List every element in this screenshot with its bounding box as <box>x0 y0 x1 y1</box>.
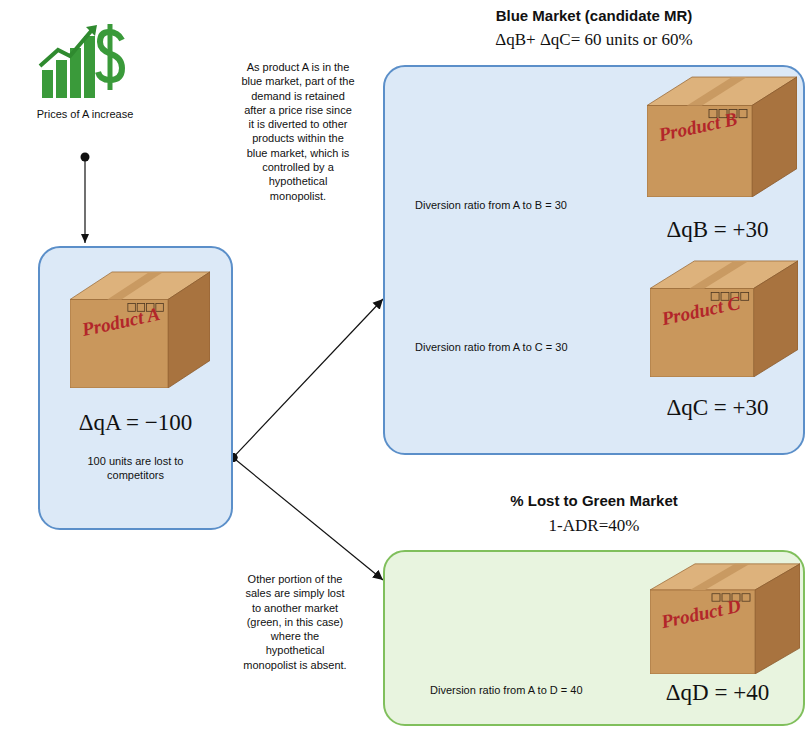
market-heading: % Lost to Green Market <box>385 492 803 509</box>
quantity-change: ΔqD = +40 <box>635 680 800 706</box>
carton-side <box>754 261 798 377</box>
note-text: Other portion of the sales are simply lo… <box>243 572 347 672</box>
ratio-text: 100 units are lost to competitors <box>68 454 203 483</box>
market-total: 1-ADR=40% <box>385 516 803 536</box>
carton-front <box>650 289 754 378</box>
arrow-dot <box>81 153 90 162</box>
market-total: ΔqB+ ΔqC= 60 units or 60% <box>385 30 803 50</box>
ratio-text: Diversion ratio from A to D = 40 <box>430 683 650 697</box>
icon-caption: Prices of A increase <box>30 107 140 121</box>
market-heading: Blue Market (candidate MR) <box>385 7 803 24</box>
market-box: % Lost to Green Market1-ADR=40%Diversion… <box>383 550 805 726</box>
product-carton: Product D <box>650 562 800 674</box>
quantity-change: ΔqA = −100 <box>40 410 231 436</box>
carton-front <box>70 300 168 389</box>
market-box: ΔqA = −100 100 units are lost to competit… <box>38 246 233 530</box>
flow-arrow <box>233 458 383 580</box>
carton-side <box>168 272 210 388</box>
product-carton: Product B <box>647 75 797 197</box>
flow-arrow <box>233 299 383 458</box>
product-carton: Product A <box>70 270 210 388</box>
carton-side <box>752 77 797 197</box>
carton-tape <box>687 77 747 105</box>
carton-tape <box>689 261 748 289</box>
carton-symbol <box>739 110 747 118</box>
carton-front <box>647 106 752 198</box>
note-text: As product A is in the blue market, part… <box>241 60 355 203</box>
carton-symbol <box>742 594 750 601</box>
carton-front <box>650 590 755 674</box>
quantity-change: ΔqC = +30 <box>635 395 800 421</box>
market-box: Blue Market (candidate MR)ΔqB+ ΔqC= 60 u… <box>383 65 805 455</box>
ratio-text: Diversion ratio from A to C = 30 <box>415 340 645 354</box>
carton-side <box>755 564 800 674</box>
carton-tape <box>107 272 163 300</box>
price-arrow <box>84 157 85 243</box>
carton-tape <box>690 564 750 590</box>
price-icon <box>40 24 122 98</box>
ratio-text: Diversion ratio from A to B = 30 <box>415 198 645 212</box>
quantity-change: ΔqB = +30 <box>635 217 800 243</box>
product-carton: Product C <box>650 259 798 377</box>
